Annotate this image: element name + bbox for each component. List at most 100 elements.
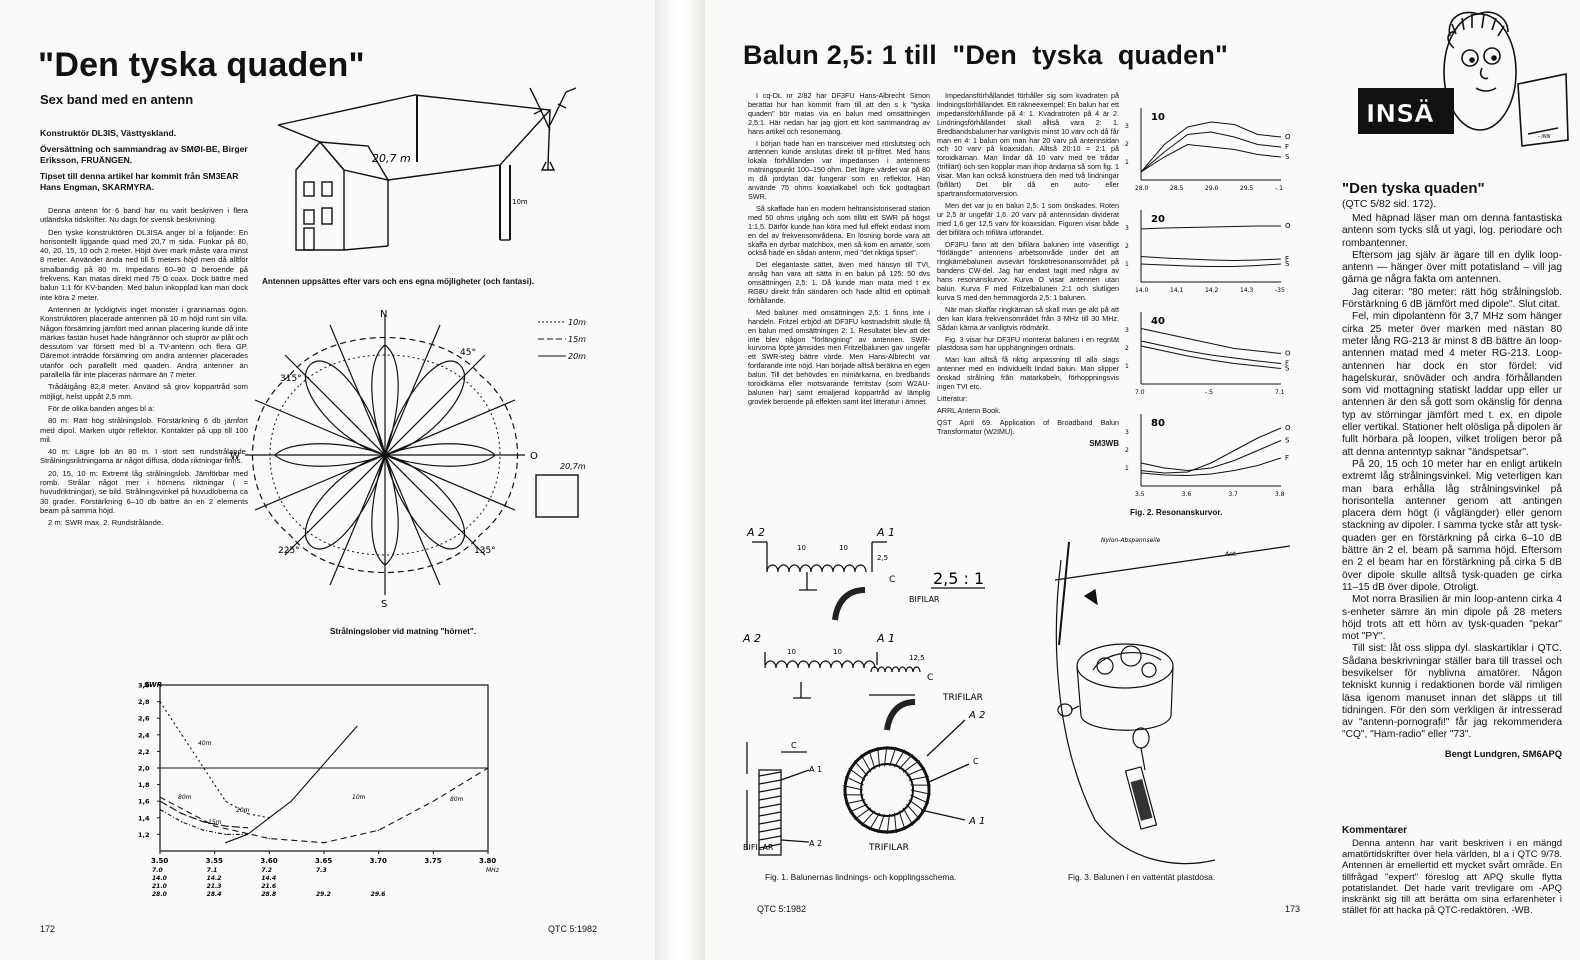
swr-point [487,767,489,769]
swr-ytick-label: 1,6 [138,798,150,806]
res-ytick-label: 3 [1125,225,1129,232]
toroid-turn [898,753,914,770]
toroid-turn [853,760,868,777]
res-xtick-label: 14.1 [1170,287,1184,294]
paragraph: Den tyske konstruktören DL3ISA anger bl … [40,227,248,302]
res-curve-label: F [1285,360,1289,368]
book-spine [655,0,705,960]
paragraph: 20, 15, 10 m: Extremt låg strålningslob.… [40,468,248,515]
left-page: "Den tyska quaden" Sex band med en anten… [0,0,655,960]
swr-point [225,825,227,827]
swr-band-tick-label: 21.3 [207,883,222,890]
res-band-label: 80 [1151,418,1165,429]
res-curve-S [1140,143,1282,173]
swr-ytick-label: 1,2 [138,831,150,839]
res-xtick-label: 3.7 [1228,491,1238,498]
toroid-turn [910,789,931,795]
rod-turn [758,771,782,777]
paragraph: Litteratur: [937,394,968,403]
rod-turn [758,795,782,801]
coil-turn [891,666,900,673]
kommentarer-title: Kommentarer [1342,825,1408,836]
swr-point [356,725,358,728]
trifilar-small-label: TRIFILAR [868,843,909,853]
paragraph: 2 m: SWR max. 2. Rundstrålande. [48,518,164,528]
res-xtick-label: 14.2 [1205,287,1219,294]
swr-band-tick-label: 14.4 [261,875,276,882]
res-xtick-label: 14.3 [1240,287,1254,294]
res-xtick-label: -.5 [1205,389,1213,396]
res-ytick-label: 2 [1125,243,1129,250]
res-xtick-label: 29.5 [1240,185,1254,192]
bifilar-label: BIFILAR [909,595,940,604]
swr-point [214,825,216,827]
res-band-label: 20 [1151,214,1165,225]
swr-point [159,701,161,703]
coil-turn [797,660,810,669]
rod-turn [758,835,782,841]
swr-point [268,817,270,819]
dir-45: 45° [460,348,476,358]
author-sm3wb: SM3WB [1089,438,1119,448]
article-subtitle: Sex band med en antenn [40,92,194,107]
fig1-caption: Fig. 1. Balunernas lindnings- och koppli… [765,872,957,882]
coil-turn [905,666,914,673]
dir-n: N [380,309,387,320]
fig3-caption: Fig. 3. Balunen i en vattentät plastdosa… [1068,872,1216,882]
label-c-3: C [791,741,797,750]
dir-s: S [381,599,387,610]
toroid-turn [902,807,914,826]
label-ten-2: 10 [839,544,848,552]
swr-point [159,796,161,798]
res-curve-S [1140,440,1282,472]
toroid-turn [848,803,868,813]
balun-title: Balun 2,5: 1 till "Den tyska quaden" [743,40,1229,70]
swr-xtick-label: 3.50 [151,857,168,865]
dir-225: 225° [278,546,300,556]
toroid-turn [877,813,885,834]
swr-xtick-label: 3.75 [424,857,441,865]
swr-ytick-label: 2,0 [138,765,150,773]
res-curve-label: S [1285,260,1290,268]
swr-xtick-label: 3.70 [370,857,387,865]
paragraph: Trådåtgång 82,8 meter. Använd så grov ko… [40,382,248,401]
coil-turn [819,660,832,669]
kommentarer-block: Kommentarer Denna antenn har varit beskr… [1342,825,1562,916]
res-ytick-label: 1 [1125,363,1129,370]
res-ytick-label: 1 [1125,465,1129,472]
swr-xunit: MHz [486,867,500,874]
swr-point [203,821,205,823]
res-xtick-label: 7.0 [1135,389,1145,396]
toroid-turn [898,810,906,831]
toroid-turn [908,775,929,781]
insa-banner: INSÄ [1366,98,1434,128]
res-band-label: 10 [1151,112,1165,123]
toroid-turn [902,759,920,773]
res-curve-O [1140,225,1281,230]
credit-line: Tipset till denna artikel har kommit frå… [40,170,239,193]
label-a2-3: A 2 [809,839,822,848]
mast-height-label: 10m [512,198,528,206]
insa-signature: Bengt Lundgren, SM6APQ [1444,747,1562,759]
label-a1-4: A 1 [968,816,985,827]
toroid-turn [893,812,897,834]
coil-turn [808,660,821,669]
toroid-turn [893,749,906,768]
swr-point [203,767,205,769]
coil-turn [777,564,790,573]
paragraph: 40 m: Lägre lob än 80 m. I stort sett ru… [40,447,248,466]
swr-point [334,750,336,752]
res-ytick-label: 1 [1125,261,1129,268]
paragraph: QST April 69. Application of Broadband B… [937,417,1119,436]
house-front-shape [295,140,345,251]
coil-turn [799,564,812,573]
swr-band-tick-label: 14.2 [207,875,222,882]
fig2-caption: Fig. 2. Resonanskurvor. [1130,508,1223,517]
paragraph: Med baluner med omsättningen 2,5: 1 finn… [748,307,930,406]
article-title: "Den tyska quaden" [38,46,365,84]
folio-left: 172 [40,924,56,934]
paragraph: Mot norra Brasilien är min loop-antenn c… [1342,594,1562,643]
swr-band-tick-label: 28.0 [152,891,167,898]
label-ten-4: 10 [833,648,842,656]
